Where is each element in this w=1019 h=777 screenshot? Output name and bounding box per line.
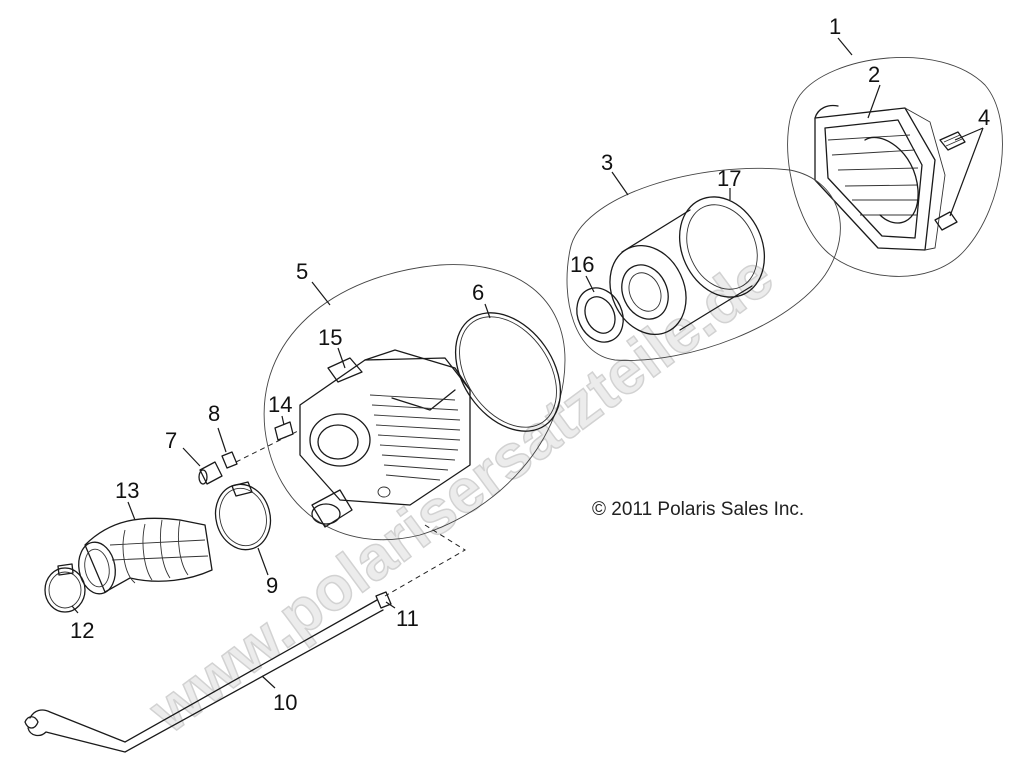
leader-6 xyxy=(484,303,491,319)
group-1-outline xyxy=(787,57,1003,277)
callout-3: 3 xyxy=(601,150,613,175)
callout-11: 11 xyxy=(396,606,419,631)
leader-2 xyxy=(867,84,881,119)
copyright-text: © 2011 Polaris Sales Inc. xyxy=(592,499,804,520)
airbox-cover-part xyxy=(814,104,946,251)
group-3-filter xyxy=(566,167,841,361)
callout-2: 2 xyxy=(868,62,880,87)
filter-ring-part xyxy=(576,287,624,343)
callout-5: 5 xyxy=(296,259,308,284)
part-9-clamp xyxy=(214,481,272,576)
callout-15: 15 xyxy=(318,325,342,350)
callout-4: 4 xyxy=(978,105,990,130)
filter-element-part xyxy=(609,196,766,336)
housing-gasket-part xyxy=(454,312,562,432)
callout-1: 1 xyxy=(829,14,841,39)
callout-14: 14 xyxy=(268,392,292,417)
callout-7: 7 xyxy=(165,428,177,453)
dashed-connector-lower xyxy=(384,524,466,597)
dashed-connector-upper xyxy=(235,429,301,463)
airbox-housing-part xyxy=(299,349,471,528)
leader-16 xyxy=(585,275,595,293)
leader-3 xyxy=(611,171,629,196)
part-10-drain-tube xyxy=(24,599,384,753)
clip-part xyxy=(934,131,966,231)
part-8-fitting xyxy=(217,427,238,469)
watermark-text: www.polarisersatzteile.de xyxy=(136,241,785,747)
leader-4a xyxy=(954,127,984,141)
callout-8: 8 xyxy=(208,401,220,426)
group-3-outline xyxy=(566,167,841,361)
part-14-fitting xyxy=(274,415,294,441)
leader-4b xyxy=(949,127,984,217)
leader-15 xyxy=(337,347,346,369)
part-12-clamp xyxy=(44,563,86,614)
callout-6: 6 xyxy=(472,280,484,305)
part-13-intake-boot xyxy=(78,501,213,595)
callout-9: 9 xyxy=(266,573,278,598)
leader-1 xyxy=(837,37,853,56)
callout-12: 12 xyxy=(70,618,94,643)
callout-13: 13 xyxy=(115,478,139,503)
group-5-airbox-housing xyxy=(263,264,566,541)
part-7-plug xyxy=(182,447,223,485)
callout-16: 16 xyxy=(570,252,594,277)
callout-10: 10 xyxy=(273,690,297,715)
part-11-fitting xyxy=(375,591,396,609)
callout-17: 17 xyxy=(717,166,741,191)
group-5-outline xyxy=(263,264,566,541)
group-1-airbox-cover xyxy=(787,37,1003,277)
leader-5 xyxy=(311,281,331,306)
